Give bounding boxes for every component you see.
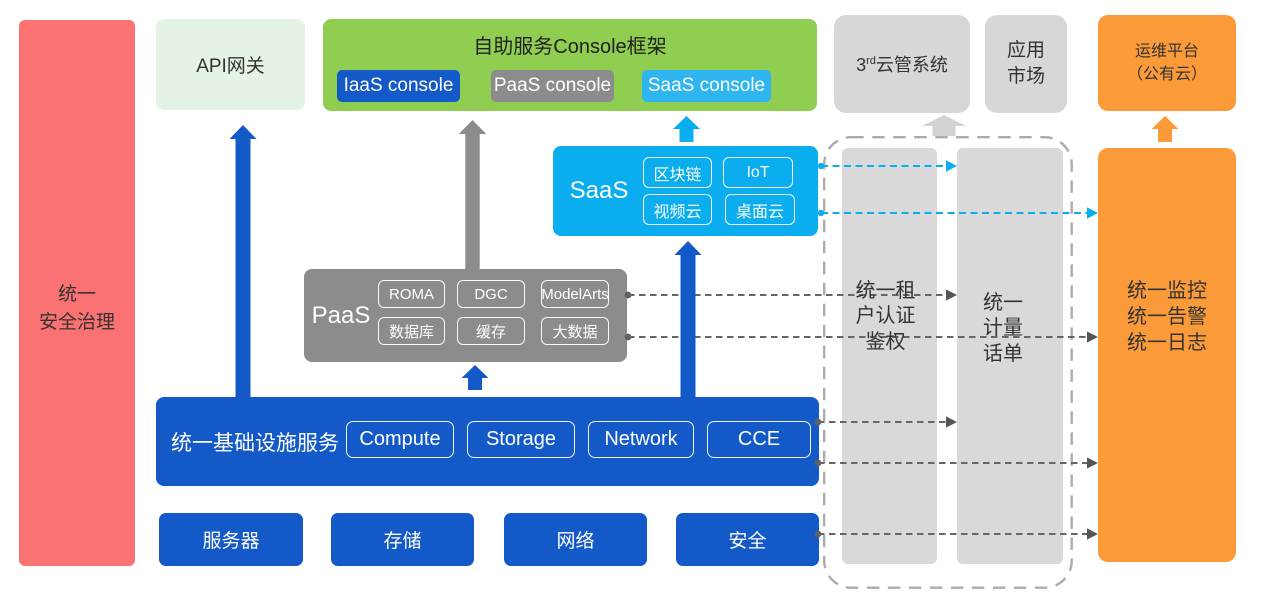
hw-storage-box: 存储: [331, 513, 474, 566]
saas-chip-video-cloud: 视频云: [643, 194, 712, 225]
arrow-infra-to-api: [229, 125, 257, 397]
hw-network-box: 网络: [504, 513, 647, 566]
hw-server-box: 服务器: [159, 513, 303, 566]
saas-label: SaaS: [569, 177, 629, 204]
paas-chip-roma: ROMA: [378, 280, 445, 308]
arrow-infra-to-saas: [674, 241, 702, 397]
api-gateway-box: API网关: [156, 19, 305, 110]
app-market-label: 应用 市场: [1006, 40, 1045, 87]
app-market-box: 应用 市场: [985, 15, 1067, 113]
security-governance-box: 统一 安全治理: [19, 20, 135, 566]
saas-chip-desktop-cloud: 桌面云: [725, 194, 795, 225]
cloud-mgmt-box: 3rd云管系统: [834, 15, 970, 113]
paas-chip-bigdata: 大数据: [541, 317, 609, 345]
monitor-box: [1098, 148, 1236, 562]
ops-platform-box: 运维平台 （公有云）: [1098, 15, 1236, 111]
iaas-console-chip: IaaS console: [337, 70, 460, 102]
saas-chip-blockchain: 区块链: [643, 157, 712, 188]
paas-label: PaaS: [311, 301, 371, 329]
infra-box: 统一基础设施服务 Compute Storage Network CCE: [156, 397, 819, 486]
tenant-auth-pillar: [842, 148, 937, 564]
paas-box: PaaS ROMA DGC ModelArts 数据库 缓存 大数据: [304, 269, 627, 362]
infra-label: 统一基础设施服务: [171, 431, 339, 455]
hw-security-box: 安全: [676, 513, 819, 566]
api-gateway-label: API网关: [196, 56, 265, 77]
paas-console-chip: PaaS console: [491, 70, 614, 102]
paas-chip-dgc: DGC: [457, 280, 525, 308]
infra-chip-network: Network: [588, 421, 694, 458]
console-frame-box: 自助服务Console框架 IaaS console PaaS console …: [323, 19, 817, 111]
security-governance-label: 统一 安全治理: [38, 284, 115, 333]
infra-chip-cce: CCE: [707, 421, 811, 458]
arrow-monitor-to-ops: [1151, 116, 1179, 142]
arrow-saas-to-console: [673, 116, 700, 142]
paas-chip-modelarts: ModelArts: [541, 280, 609, 308]
cloud-mgmt-label: 3rd云管系统: [856, 55, 948, 75]
ops-platform-label: 运维平台 （公有云）: [1126, 43, 1207, 83]
metering-pillar: [957, 148, 1063, 564]
console-frame-title: 自助服务Console框架: [473, 36, 667, 58]
paas-chip-cache: 缓存: [457, 317, 525, 345]
saas-box: SaaS 区块链 IoT 视频云 桌面云: [553, 146, 818, 236]
infra-chip-storage: Storage: [467, 421, 575, 458]
arrow-group-to-mgmt: [922, 115, 966, 136]
arrow-infra-to-paas: [461, 365, 489, 390]
arrow-paas-to-console: [458, 120, 487, 269]
paas-chip-database: 数据库: [378, 317, 445, 345]
infra-chip-compute: Compute: [346, 421, 454, 458]
saas-console-chip: SaaS console: [642, 70, 771, 102]
saas-chip-iot: IoT: [723, 157, 793, 188]
